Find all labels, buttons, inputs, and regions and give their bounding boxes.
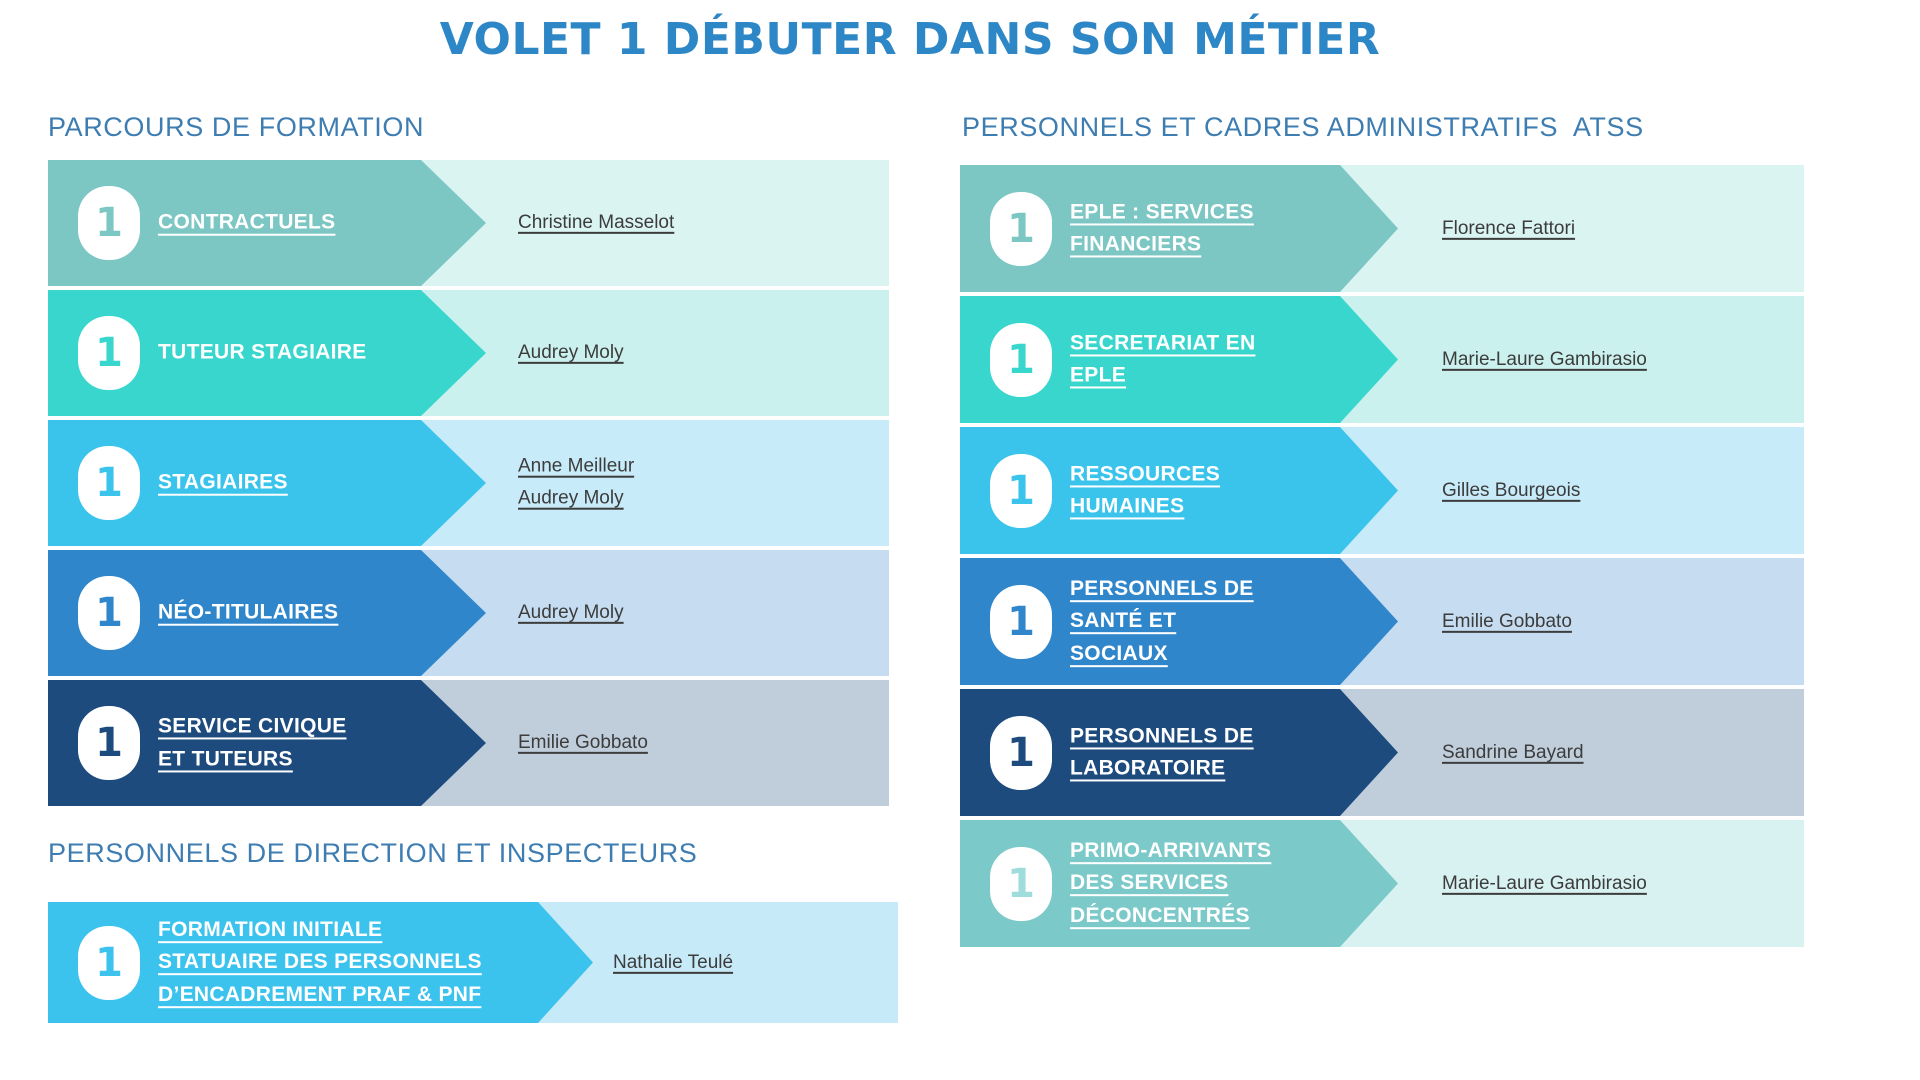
category-link[interactable]: CONTRACTUELS — [158, 210, 336, 234]
section-header-parcours: PARCOURS DE FORMATION — [48, 112, 425, 142]
contact-link[interactable]: Marie-Laure Gambirasio — [1442, 872, 1647, 894]
row-neo-titulaires: 1 NÉO-TITULAIRES Audrey Moly — [48, 550, 889, 676]
step-number: 1 — [1007, 729, 1035, 776]
row-contractuels: 1 CONTRACTUELS Christine Masselot — [48, 160, 889, 286]
step-number-badge: 1 — [990, 584, 1052, 659]
step-number-badge: 1 — [990, 191, 1052, 266]
step-number: 1 — [1007, 205, 1035, 252]
contact-link[interactable]: Emilie Gobbato — [1442, 610, 1572, 632]
step-number-badge: 1 — [990, 846, 1052, 921]
step-number: 1 — [95, 720, 123, 766]
page-title: VOLET 1 DÉBUTER DANS SON MÉTIER — [439, 14, 1381, 65]
category-link[interactable]: FORMATION INITIALE STATUAIRE DES PERSONN… — [158, 917, 482, 1006]
step-number-badge: 1 — [78, 706, 140, 780]
step-number: 1 — [95, 939, 123, 986]
contact-link[interactable]: Florence Fattori — [1442, 217, 1576, 239]
direction-list: 1 FORMATION INITIALE STATUAIRE DES PERSO… — [48, 902, 898, 1027]
category-link[interactable]: SERVICE CIVIQUE ET TUTEURS — [158, 714, 347, 770]
section-header-atss: PERSONNELS ET CADRES ADMINISTRATIFS ATSS — [962, 112, 1644, 142]
row-tuteur-stagiaire: 1 TUTEUR STAGIAIRE Audrey Moly — [48, 290, 889, 416]
step-number: 1 — [1007, 598, 1035, 645]
row-primo-arrivants: 1 PRIMO-ARRIVANTS DES SERVICES DÉCONCENT… — [960, 820, 1804, 947]
row-personnels-laboratoire: 1 PERSONNELS DE LABORATOIRE Sandrine Bay… — [960, 689, 1804, 816]
category-link[interactable]: EPLE : SERVICES FINANCIERS — [1070, 199, 1254, 256]
section-header-direction: PERSONNELS DE DIRECTION ET INSPECTEURS — [48, 838, 698, 868]
contact-link[interactable]: Audrey Moly — [518, 341, 624, 363]
step-number-badge: 1 — [990, 453, 1052, 528]
step-number: 1 — [95, 590, 123, 636]
step-number: 1 — [95, 200, 123, 246]
step-number-badge: 1 — [78, 186, 140, 260]
category-link[interactable]: PERSONNELS DE SANTÉ ET SOCIAUX — [1070, 576, 1254, 665]
step-number-badge: 1 — [78, 576, 140, 650]
step-number: 1 — [95, 460, 123, 506]
category-link[interactable]: PRIMO-ARRIVANTS DES SERVICES DÉCONCENTRÉ… — [1070, 838, 1272, 927]
atss-list: 1 EPLE : SERVICES FINANCIERS Florence Fa… — [960, 165, 1804, 951]
category-link[interactable]: RESSOURCES HUMAINES — [1070, 461, 1221, 518]
row-stagiaires: 1 STAGIAIRES Anne Meilleur Audrey Moly — [48, 420, 889, 546]
contact-link[interactable]: Emilie Gobbato — [518, 731, 648, 753]
category-link[interactable]: NÉO-TITULAIRES — [158, 600, 339, 624]
step-number: 1 — [95, 330, 123, 376]
contact-link[interactable]: Gilles Bourgeois — [1442, 479, 1581, 501]
category-label: TUTEUR STAGIAIRE — [158, 340, 367, 364]
step-number: 1 — [1007, 467, 1035, 514]
step-number-badge: 1 — [990, 715, 1052, 790]
row-personnels-sante-sociaux: 1 PERSONNELS DE SANTÉ ET SOCIAUX Emilie … — [960, 558, 1804, 685]
row-service-civique: 1 SERVICE CIVIQUE ET TUTEURS Emilie Gobb… — [48, 680, 889, 806]
category-link[interactable]: STAGIAIRES — [158, 470, 288, 494]
step-number-badge: 1 — [78, 446, 140, 520]
step-number: 1 — [1007, 860, 1035, 907]
row-eple-services-financiers: 1 EPLE : SERVICES FINANCIERS Florence Fa… — [960, 165, 1804, 292]
contact-link[interactable]: Marie-Laure Gambirasio — [1442, 348, 1647, 370]
contact-link[interactable]: Christine Masselot — [518, 211, 675, 233]
row-ressources-humaines: 1 RESSOURCES HUMAINES Gilles Bourgeois — [960, 427, 1804, 554]
contact-link[interactable]: Audrey Moly — [518, 601, 624, 623]
contact-link[interactable]: Sandrine Bayard — [1442, 741, 1584, 763]
step-number: 1 — [1007, 336, 1035, 383]
row-formation-initiale: 1 FORMATION INITIALE STATUAIRE DES PERSO… — [48, 902, 898, 1023]
parcours-list: 1 CONTRACTUELS Christine Masselot 1 TUTE… — [48, 160, 889, 810]
row-secretariat-en-eple: 1 SECRETARIAT EN EPLE Marie-Laure Gambir… — [960, 296, 1804, 423]
category-link[interactable]: SECRETARIAT EN EPLE — [1070, 330, 1256, 387]
step-number-badge: 1 — [78, 925, 140, 1000]
step-number-badge: 1 — [78, 316, 140, 390]
step-number-badge: 1 — [990, 322, 1052, 397]
category-link[interactable]: PERSONNELS DE LABORATOIRE — [1070, 723, 1254, 780]
contact-link[interactable]: Nathalie Teulé — [613, 951, 734, 973]
contact-link[interactable]: Anne Meilleur Audrey Moly — [518, 455, 635, 509]
